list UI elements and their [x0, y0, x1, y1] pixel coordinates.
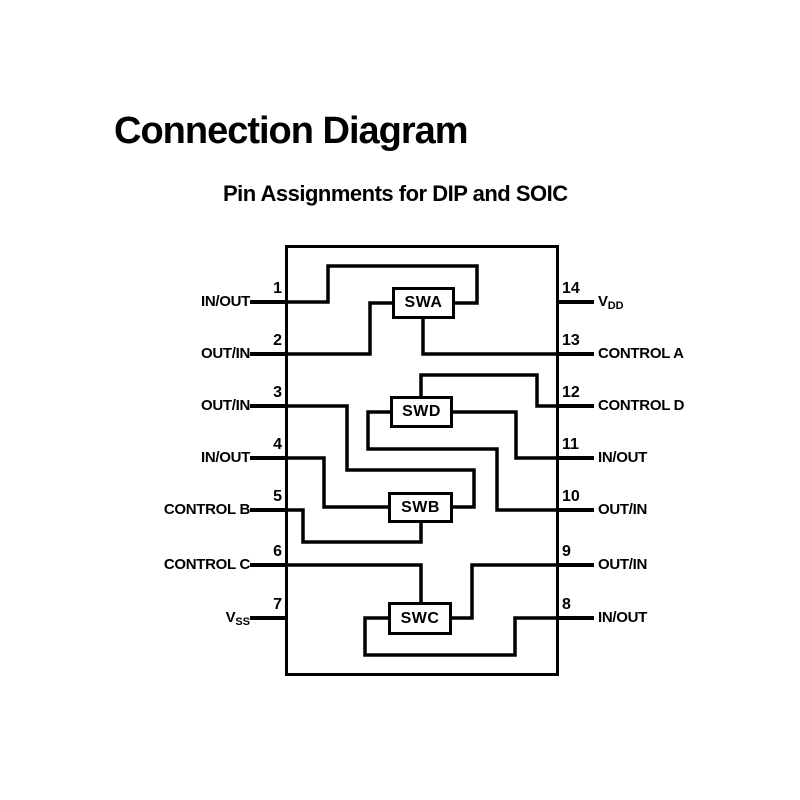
- pin-label: OUT/IN: [598, 556, 648, 573]
- pin-label: OUT/IN: [200, 397, 250, 414]
- pin-number: 7: [273, 596, 282, 613]
- pin-label: CONTROL B: [163, 501, 250, 518]
- pin-label: CONTROL D: [598, 397, 685, 414]
- pin-number: 9: [562, 543, 571, 560]
- pin-number: 13: [562, 332, 580, 349]
- switch-box-swb: SWB: [388, 492, 453, 523]
- wire-pin8-swc-left: [363, 616, 559, 657]
- wire-pin9-swc-right: [447, 563, 559, 620]
- pin-lead: [556, 456, 594, 460]
- pin-number: 5: [273, 488, 282, 505]
- switch-label: SWB: [401, 498, 440, 516]
- pin-lead: [250, 456, 288, 460]
- wire-pin1-swa-right: [285, 264, 479, 305]
- pin-lead: [250, 616, 288, 620]
- wire-swd-left-pin10: [366, 410, 559, 512]
- switch-label: SWA: [404, 294, 443, 311]
- chip-outline: [285, 245, 559, 676]
- switch-box-swa: SWA: [392, 287, 455, 319]
- pin-label: VSS: [225, 609, 250, 628]
- pin-number: 3: [273, 384, 282, 401]
- pin-label: CONTROL C: [163, 556, 250, 573]
- pin-number: 11: [562, 436, 579, 453]
- wire-pin4-swb-left: [285, 456, 393, 509]
- pin-lead: [556, 352, 594, 356]
- wire-swa-ctrl-pin13: [421, 315, 559, 356]
- pin-lead: [250, 300, 288, 304]
- pin-number: 2: [273, 332, 282, 349]
- pin-label: IN/OUT: [598, 449, 648, 466]
- pin-lead: [250, 352, 288, 356]
- pin-label: IN/OUT: [200, 293, 250, 310]
- diagram-subtitle: Pin Assignments for DIP and SOIC: [223, 181, 568, 206]
- pin-lead: [556, 300, 594, 304]
- switch-label: SWD: [402, 403, 441, 420]
- wire-swd-right-pin11: [449, 410, 559, 460]
- pin-lead: [556, 508, 594, 512]
- switch-box-swd: SWD: [390, 396, 453, 428]
- wire-pin2-swa-left: [285, 301, 397, 356]
- pin-number: 14: [562, 280, 580, 297]
- pin-number: 4: [273, 436, 282, 453]
- pin-label: CONTROL A: [598, 345, 684, 362]
- pin-number: 1: [273, 280, 282, 297]
- pin-label: OUT/IN: [598, 501, 648, 518]
- switch-label: SWC: [400, 609, 440, 627]
- pin-lead: [250, 508, 288, 512]
- pin-label: OUT/IN: [200, 345, 250, 362]
- wire-pin5-swb-ctrl: [285, 508, 423, 544]
- pin-label: IN/OUT: [598, 609, 648, 626]
- pin-number: 10: [562, 488, 580, 505]
- page-title: Connection Diagram: [114, 110, 469, 152]
- wire-pin6-swc-ctrl: [285, 563, 423, 607]
- pin-lead: [556, 404, 594, 408]
- wire-swd-ctrl-pin12: [419, 373, 559, 408]
- wire-pin3-swb-right: [285, 404, 476, 509]
- pin-lead: [250, 563, 288, 567]
- pin-number: 12: [562, 384, 580, 401]
- pin-lead: [556, 616, 594, 620]
- pin-label: IN/OUT: [200, 449, 250, 466]
- pin-number: 6: [273, 543, 282, 560]
- pin-lead: [556, 563, 594, 567]
- pin-number: 8: [562, 596, 571, 613]
- pin-lead: [250, 404, 288, 408]
- switch-box-swc: SWC: [388, 602, 452, 635]
- pin-label: VDD: [598, 293, 624, 312]
